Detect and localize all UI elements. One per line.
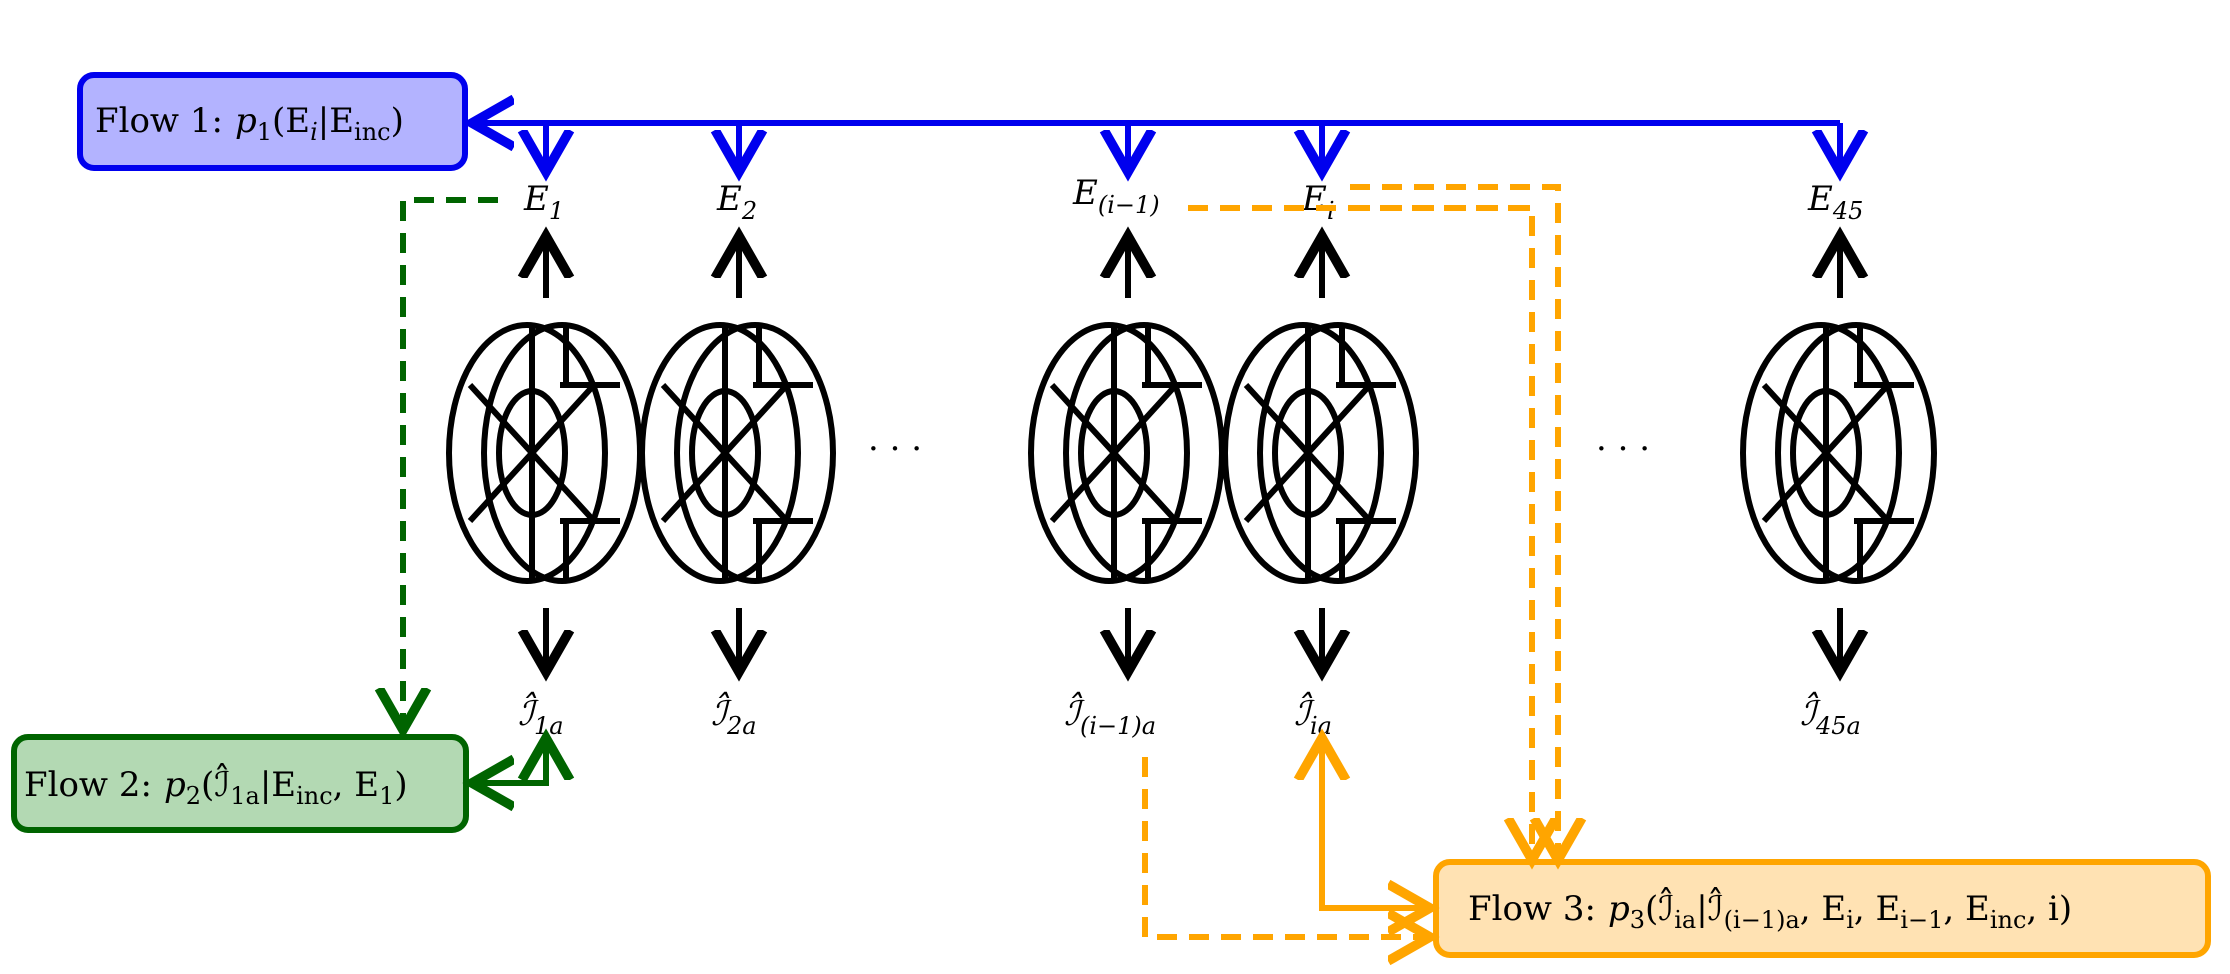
flow1-drop-arrows (546, 123, 1840, 172)
energy-label-2: E2 (716, 179, 757, 225)
flow3-dashed-inputs (1142, 184, 1558, 937)
detector-wheel-4-part-5 (1243, 382, 1373, 524)
image-label-ia: ℐ̂ia (1294, 691, 1332, 740)
image-label-2a: ℐ̂2a (711, 691, 757, 740)
detector-wheel-5-part-5 (1761, 382, 1891, 524)
detector-wheel-5 (1740, 322, 1937, 584)
detector-wheel-3 (1028, 322, 1225, 584)
detector-wheel-2-part-0 (674, 322, 836, 584)
energy-labels: E1 E2 E(i−1) Ei E45 (523, 173, 1863, 225)
detector-wheel-4-part-1 (1222, 322, 1384, 584)
ellipsis-2: · · · (1596, 429, 1650, 469)
detector-wheel-1 (446, 322, 643, 584)
detector-wheel-2-part-5 (660, 382, 790, 524)
detector-wheel-2 (639, 322, 836, 584)
flow2-text: Flow 2:p2(ℐ̂1a|Einc, E1) (24, 763, 408, 810)
energy-label-i-1: E(i−1) (1072, 173, 1160, 219)
detector-wheel-2-part-1 (639, 322, 801, 584)
detector-wheel-1-part-1 (446, 322, 608, 584)
energy-label-1: E1 (523, 179, 564, 225)
flow3-text: Flow 3:p3(ℐ̂ia|ℐ̂(i−1)a, Ei, Ei−1, Einc,… (1468, 887, 2072, 934)
flow2-solid-output (472, 738, 546, 786)
energy-label-45: E45 (1807, 179, 1863, 225)
energy-label-i: Ei (1301, 179, 1335, 225)
detector-wheel-5-part-0 (1775, 322, 1937, 584)
detector-wheel-3-part-5 (1049, 382, 1179, 524)
flow3-solid-output (1322, 738, 1430, 911)
detector-wheel-4 (1222, 322, 1419, 584)
image-labels: ℐ̂1a ℐ̂2a ℐ̂(i−1)a ℐ̂ia ℐ̂45a (518, 691, 1861, 740)
detector-wheel-3-part-1 (1028, 322, 1190, 584)
detector-up-arrows (546, 236, 1840, 298)
flow1-text: Flow 1:p1(Ei|Einc) (95, 101, 404, 146)
ellipsis-1: · · · (868, 429, 922, 469)
flow2-dashed-input (403, 197, 498, 730)
detector-down-arrows (546, 608, 1840, 672)
detector-wheel-1-part-5 (467, 382, 597, 524)
detector-wheels (446, 322, 1937, 584)
image-label-1a: ℐ̂1a (518, 691, 564, 740)
detector-wheel-5-part-1 (1740, 322, 1902, 584)
image-label-i-1a: ℐ̂(i−1)a (1064, 691, 1156, 740)
detector-wheel-4-part-0 (1257, 322, 1419, 584)
image-label-45a: ℐ̂45a (1800, 691, 1861, 740)
